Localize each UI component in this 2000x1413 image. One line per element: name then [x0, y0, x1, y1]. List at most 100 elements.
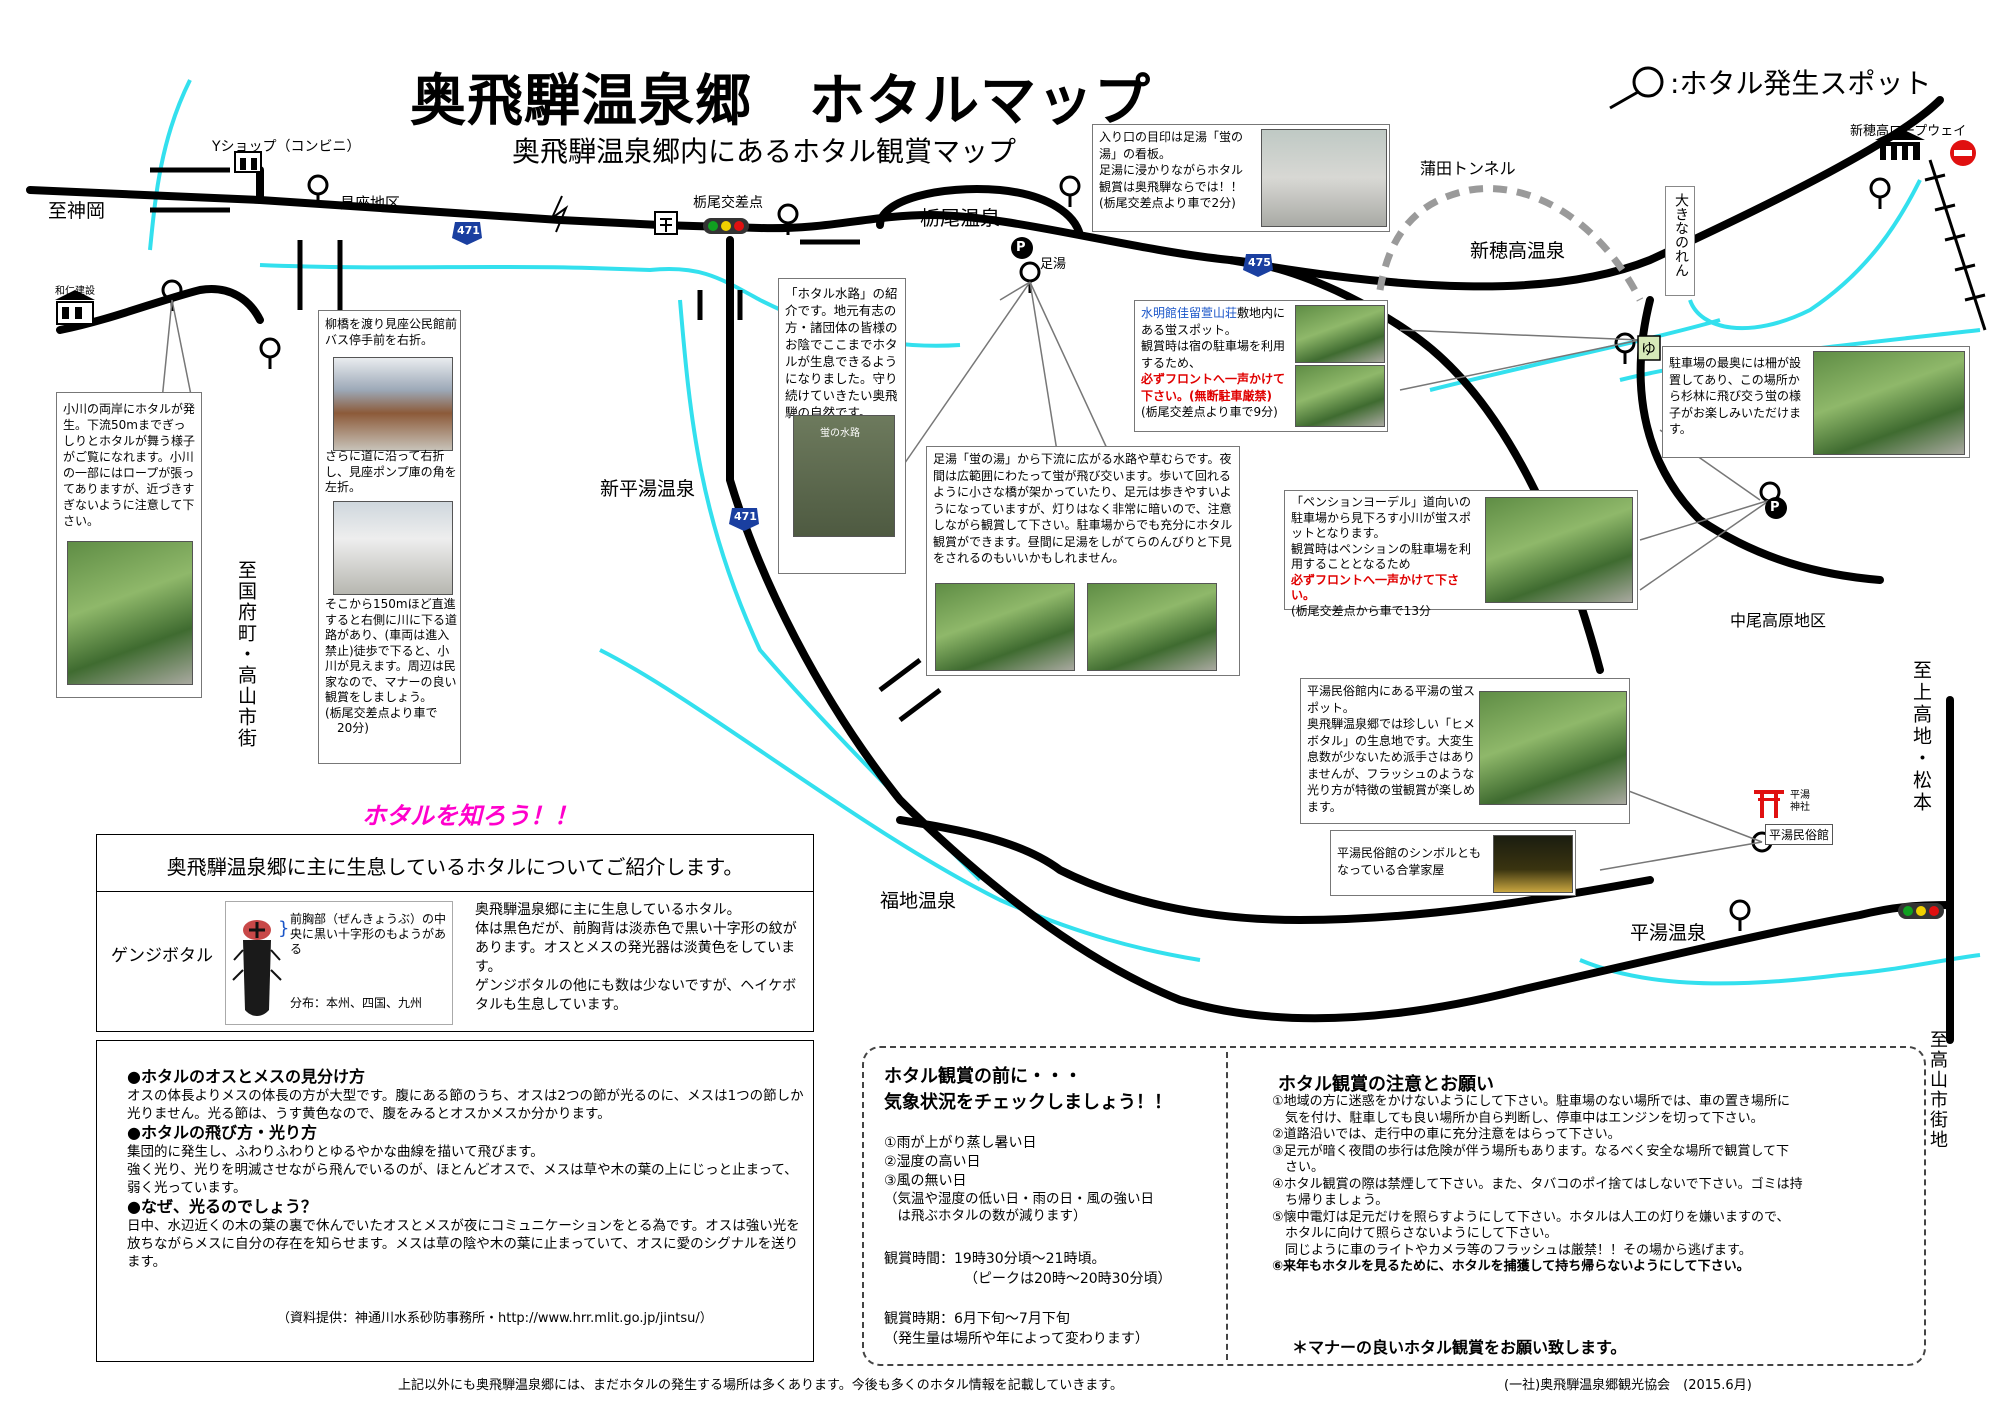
fact-why-body: 日中、水辺近くの木の葉の裏で休んでいたオスとメスが夜にコミュニケーションをとる為…	[127, 1218, 800, 1270]
route-475-label: 475	[1248, 256, 1271, 269]
photo-ashiyu-entrance	[1261, 129, 1387, 227]
parking-label-nakao: P	[1770, 500, 1780, 515]
fact-flight-title: ●ホタルの飛び方・光り方	[127, 1123, 317, 1142]
yodel-note: (栃尾交差点から車で13分	[1291, 603, 1431, 618]
viewing-period: 観賞時期：6月下旬～7月下旬	[884, 1311, 1070, 1327]
callout-minzokukan-text: 平湯民俗館内にある平湯の蛍スポット。 奥飛騨温泉郷では珍しい「ヒメボタル」の生息…	[1307, 684, 1476, 814]
before-title-2: 気象状況をチェックしましょう！！	[884, 1092, 1172, 1113]
legend-label: :ホタル発生スポット	[1670, 67, 1932, 100]
road-fukuchi	[896, 816, 1654, 925]
facts-box: ●ホタルのオスとメスの見分け方 オスの体長よりメスの体長の方が大型です。腹にある…	[96, 1040, 814, 1362]
photo-suimeikan-2	[1295, 365, 1385, 427]
road-471	[726, 236, 1954, 1023]
place-shinhotaka-onsen: 新穂高温泉	[1470, 240, 1566, 262]
place-y-shop: Yショップ（コンビニ）	[212, 139, 361, 155]
knowledge-box: 奥飛騨温泉郷に主に生息しているホタルについてご紹介します。 ゲンジボタル } 前…	[96, 834, 814, 1032]
distribution: 分布：本州、四国、九州	[290, 996, 423, 1010]
parking-icon	[1011, 237, 1787, 519]
caution-5: ⑤懐中電灯は足元だけを照らすようにして下さい。ホタルは人工の灯りを嫌いますので、…	[1272, 1209, 1790, 1258]
knowledge-heading: ホタルを知ろう！！	[362, 802, 578, 830]
place-to-kokufu: 至国府町・高山市街	[235, 560, 257, 749]
callout-nakao-parking: 駐車場の最奥には柵が設置してあり、この場所から杉林に飛び交う蛍の様子がお楽しみい…	[1662, 346, 1970, 458]
no-entry-icon	[1950, 140, 1976, 166]
callout-yanagi-step3: そこから150mほど直進すると右側に川に下る道路があり、(車両は進入禁止)徒歩で…	[325, 597, 458, 735]
caution-2: ②道路沿いでは、走行中の車に充分注意をはらって下さい。	[1272, 1127, 1621, 1142]
place-hirayu-minzokukan: 平湯民俗館	[1765, 824, 1834, 845]
callout-suimeikan: 水明館佳留萱山荘敷地内にある蛍スポット。 観賞時は宿の駐車場を利用するため、 必…	[1134, 300, 1388, 432]
viewing-period-note: （発生量は場所や年によって変わります）	[884, 1331, 1149, 1347]
callout-minzokukan: 平湯民俗館内にある平湯の蛍スポット。 奥飛騨温泉郷では珍しい「ヒメボタル」の生息…	[1300, 678, 1630, 824]
roads	[26, 96, 1954, 1044]
place-ookina-noren: 大きなのれん	[1673, 193, 1689, 277]
photo-pump-shed	[333, 501, 453, 595]
photo-minzokukan	[1479, 691, 1627, 805]
post-office-icon	[654, 211, 678, 235]
route-471-label-south: 471	[734, 510, 757, 523]
firefly-icon	[232, 920, 282, 1016]
onsen-label: ゆ	[1641, 340, 1657, 358]
road-to-ropeway	[1226, 96, 1944, 291]
viewing-time: 観賞時間：19時30分頃～21時頃。	[884, 1251, 1106, 1267]
bridges	[150, 167, 942, 722]
callout-yanagi-step1: 柳橋を渡り見座公民館前バス停手前を右折。	[325, 317, 458, 347]
source-credit: （資料提供：神通川水系砂防事務所・http://www.hrr.mlit.go.…	[277, 1311, 713, 1326]
caution-3: ③足元が暗く夜間の歩行は危険が伴う場所もあります。なるべく安全な場所で観賞して下…	[1272, 1143, 1789, 1176]
cautions-title: ホタル観賞の注意とお願い	[1278, 1074, 1494, 1095]
river-shinhotaka	[1688, 179, 1922, 331]
knowledge-intro: 奥飛騨温泉郷に主に生息しているホタルについてご紹介します。	[166, 855, 744, 879]
road-nakao	[1636, 296, 1884, 584]
fact-why-title: ●なぜ、光るのでしょう？	[127, 1197, 317, 1216]
place-to-takayama: 至高山市街地	[1927, 1030, 1948, 1150]
sign-board-title: 蛍の水路	[820, 428, 860, 439]
photo-suimeikan-1	[1295, 305, 1385, 363]
store-icon	[234, 151, 262, 173]
fact-sex-body: オスの体長よりメスの体長の方が大型です。腹にある節のうち、オスは2つの節が光るの…	[127, 1088, 804, 1122]
photo-stream-2	[1087, 583, 1217, 671]
yodel-body: 「ペンションヨーデル」道向いの駐車場から見下ろす小川が蛍スポットとなります。 観…	[1291, 495, 1472, 571]
suimeikan-warning: 必ずフロントへ一声かけて下さい。(無断駐車厳禁)	[1141, 372, 1286, 403]
place-wani: 和仁建設	[55, 286, 95, 297]
route-471-label-west: 471	[457, 224, 480, 237]
route-shield-icon	[452, 222, 1273, 531]
thorax-bracket: }	[278, 918, 290, 939]
callout-hotaru-suiro: 「ホタル水路」の紹介です。地元有志の方・諸団体の皆様のお陰でここまでホタルが生息…	[778, 278, 906, 574]
condition-2: ②湿度の高い日	[884, 1154, 981, 1170]
caution-1: ①地域の方に迷惑をかけないようにして下さい。駐車場のない場所では、車の置き場所に…	[1272, 1094, 1791, 1126]
condition-1: ①雨が上がり蒸し暑い日	[884, 1135, 1037, 1151]
callout-yanagi-step2: さらに道に沿って右折し、見座ポンプ庫の角を左折。	[325, 449, 457, 494]
knowledge-divider	[97, 891, 813, 892]
callout-hotaru-no-yu-text: 入り口の目印は足湯「蛍の湯」の看板。 足湯に浸かりながらホタル観賞は奥飛騨ならで…	[1099, 130, 1244, 210]
photo-cedar-forest	[1813, 351, 1965, 455]
conditions-list: ①雨が上がり蒸し暑い日 ②湿度の高い日 ③風の無い日 （気温や湿度の低い日・雨の…	[884, 1134, 1154, 1224]
footer-note: 上記以外にも奥飛騨温泉郷には、まだホタルの発生する場所は多くあります。今後も多く…	[398, 1378, 1124, 1393]
viewing-peak: （ピークは20時～20時30分頃）	[964, 1271, 1172, 1287]
place-gamata-tunnel: 蒲田トンネル	[1420, 159, 1516, 178]
cautions-list: ①地域の方に迷惑をかけないようにして下さい。駐車場のない場所では、車の置き場所に…	[1272, 1094, 1912, 1276]
species-figure: } 前胸部（ぜんきょうぶ）の中央に黒い十字形のもようがある 分布：本州、四国、九…	[225, 901, 453, 1025]
place-to-kamikochi: 至上高地・松本	[1910, 660, 1932, 814]
photo-yodel-parking	[1485, 497, 1633, 603]
photo-bus-stop	[333, 357, 453, 451]
place-shinhotaka-ropeway: 新穂高ロープウェイ	[1850, 124, 1967, 139]
callout-pension-yodel: 「ペンションヨーデル」道向いの駐車場から見下ろす小川が蛍スポットとなります。 観…	[1284, 490, 1638, 618]
fact-sex-title: ●ホタルのオスとメスの見分け方	[127, 1067, 365, 1086]
page-subtitle: 奥飛騨温泉郷内にあるホタル観賞マップ	[512, 135, 1017, 168]
species-description: 奥飛騨温泉郷に主に生息しているホタル。 体は黒色だが、前胸背は淡赤色で黒い十字形…	[475, 902, 797, 1013]
callout-gassho-text: 平湯民俗館のシンボルともなっている合掌家屋	[1337, 846, 1482, 877]
place-kamioka: 至神岡	[48, 200, 106, 222]
place-ashiyu: 足湯	[1040, 257, 1067, 272]
river-south	[599, 648, 1201, 962]
callout-suiro-text: 「ホタル水路」の紹介です。地元有志の方・諸団体の皆様のお陰でここまでホタルが生息…	[785, 286, 898, 420]
suimeikan-note: (栃尾交差点より車で9分)	[1141, 405, 1278, 419]
road-tochio-loop	[876, 185, 1084, 239]
place-tochio-onsen: 栃尾温泉	[920, 206, 1000, 230]
ropeway-station-icon	[1875, 128, 1925, 160]
callout-nakao-text: 駐車場の最奥には柵が設置してあり、この場所から杉林に飛び交う蛍の様子がお楽しみい…	[1669, 356, 1802, 436]
photo-gassho-house	[1493, 835, 1573, 893]
callout-ogawa: 小川の両岸にホタルが発生。下流50mまでぎっしりとホタルが舞う様子がご覧になれま…	[56, 392, 202, 698]
facts-list: ●ホタルのオスとメスの見分け方 オスの体長よりメスの体長の方が大型です。腹にある…	[127, 1067, 807, 1271]
river-east	[1429, 318, 1721, 392]
river-west	[148, 79, 192, 251]
callout-ashiyu-stream: 足湯「蛍の湯」から下流に広がる水路や草むらです。夜間は広範囲にわたって蛍が飛び交…	[926, 446, 1240, 676]
